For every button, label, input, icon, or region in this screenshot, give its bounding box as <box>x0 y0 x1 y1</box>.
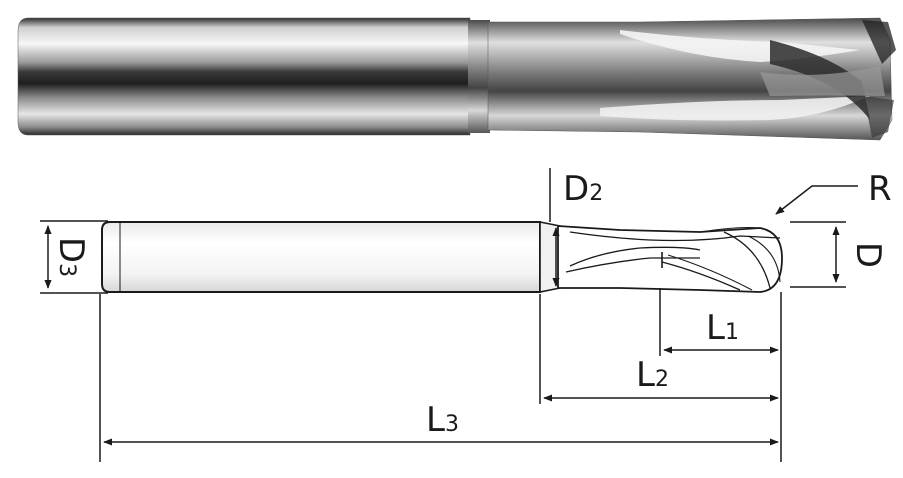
dim-label-d3: D3 <box>51 237 91 277</box>
end-mill-photo-icon <box>17 17 896 141</box>
dim-label-l2: L2 <box>636 355 669 395</box>
dim-label-l3: L3 <box>426 400 459 440</box>
dim-label-r: R <box>868 169 892 209</box>
dimension-lines <box>40 168 858 462</box>
dim-label-l1: L1 <box>706 308 739 348</box>
end-mill-drawing-icon <box>101 221 783 293</box>
dim-label-d: D <box>848 242 888 268</box>
dim-label-d2: D2 <box>563 169 603 209</box>
